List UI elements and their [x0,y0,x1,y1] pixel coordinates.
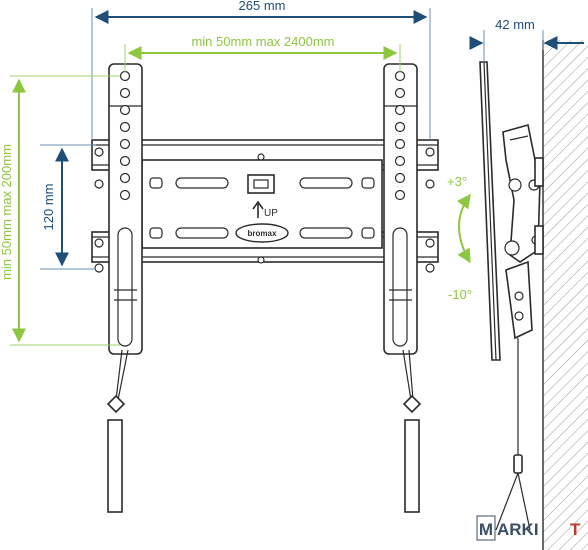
front-view: UP bromax [0,0,439,513]
tv-panel-side [479,61,501,361]
tilt-down-label: -10° [448,287,472,302]
dimension-depth: 42 mm [469,17,584,62]
brand-logo: bromax [235,223,289,243]
side-view: 42 mm +3° -10° [447,17,588,550]
depth-label: 42 mm [495,17,535,32]
dimension-horizontal-pitch: min 50mm max 2400mm [124,34,401,72]
horizontal-pitch-label: min 50mm max 2400mm [191,34,334,49]
width-total-label: 265 mm [239,0,286,13]
dimension-total-width: 265 mm [91,0,431,140]
watermark-badge: M [479,520,493,539]
wall [542,40,588,550]
up-label: UP [264,208,278,219]
tilt-up-label: +3° [447,174,467,189]
vertical-slot-label: 120 mm [41,184,56,231]
side-cord [495,338,531,531]
brand-logo-text: bromax [248,229,277,238]
pull-cord-left [106,349,129,513]
side-bracket [502,123,544,340]
rail-screws [94,147,435,273]
watermark-text: ARKI [497,520,539,539]
arm-holes [119,70,406,201]
pull-cord-right [402,349,422,513]
dimension-vertical-slot: 120 mm [40,144,96,270]
tilt-indicator: +3° -10° [447,174,472,302]
up-indicator: UP [252,200,278,219]
watermark-tail: T [570,520,581,539]
watermark-logo: M ARKI T [476,515,581,541]
vertical-arm-left [108,63,143,355]
vertical-pitch-label: min 50mm max 200mm [0,144,14,280]
dimension-vertical-pitch: min 50mm max 200mm [0,75,120,346]
